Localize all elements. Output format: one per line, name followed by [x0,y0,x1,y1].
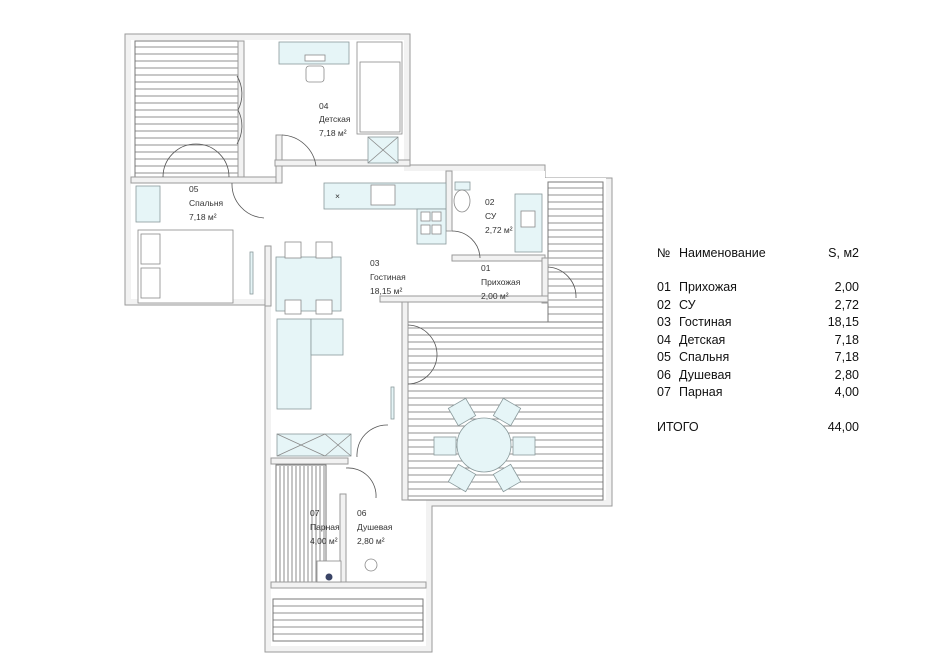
room-label-05: 05 Спальня 7,18 м² [189,184,224,222]
legend-total-area: 44,00 [827,419,859,434]
svg-text:03: 03 [370,258,380,268]
deck-top-left [134,40,239,178]
sauna-shower-fixtures [316,558,378,583]
svg-text:01: 01 [481,263,491,273]
svg-text:7,18 м²: 7,18 м² [189,212,217,222]
svg-text:4,00 м²: 4,00 м² [310,536,338,546]
svg-text:Гостиная: Гостиная [370,272,406,282]
svg-text:Прихожая: Прихожая [481,277,521,287]
room-label-01: 01 Прихожая 2,00 м² [481,263,521,301]
interior-walls [130,40,549,589]
svg-text:04: 04 [319,101,329,111]
bathroom-fixtures [453,181,543,253]
kitchen: × [323,182,447,245]
terrace-dining-set [433,397,536,493]
svg-text:02: 02 [485,197,495,207]
svg-text:Спальня: Спальня [189,198,224,208]
svg-text:Душевая: Душевая [357,522,393,532]
room-label-04: 04 Детская 7,18 м² [319,101,351,138]
svg-text:7,18 м²: 7,18 м² [319,128,347,138]
room-label-06: 06 Душевая 2,80 м² [357,508,393,546]
svg-text:07: 07 [310,508,320,518]
living-room-furniture [275,241,395,457]
legend-header-area: S, м2 [828,245,859,260]
svg-text:СУ: СУ [485,211,497,221]
kids-room-furniture [278,41,403,164]
deck-bottom [272,598,424,642]
svg-text:2,72 м²: 2,72 м² [485,225,513,235]
svg-text:2,80 м²: 2,80 м² [357,536,385,546]
svg-text:05: 05 [189,184,199,194]
bedroom-furniture [135,185,254,304]
doors [162,75,577,499]
room-label-03: 03 Гостиная 18,15 м² [370,258,406,296]
svg-text:×: × [335,191,340,201]
svg-text:Детская: Детская [319,114,351,124]
svg-text:2,00 м²: 2,00 м² [481,291,509,301]
room-label-02: 02 СУ 2,72 м² [485,197,513,235]
room-label-07: 07 Парная 4,00 м² [310,508,340,546]
legend-header-num: № [657,245,671,260]
legend-total-label: ИТОГО [657,419,699,434]
svg-text:Парная: Парная [310,522,340,532]
legend-total: ИТОГО 44,00 [657,418,877,436]
legend-header: № Наименование S, м2 [657,244,877,262]
legend-header-name: Наименование [679,245,766,260]
svg-text:18,15 м²: 18,15 м² [370,286,402,296]
svg-text:06: 06 [357,508,367,518]
